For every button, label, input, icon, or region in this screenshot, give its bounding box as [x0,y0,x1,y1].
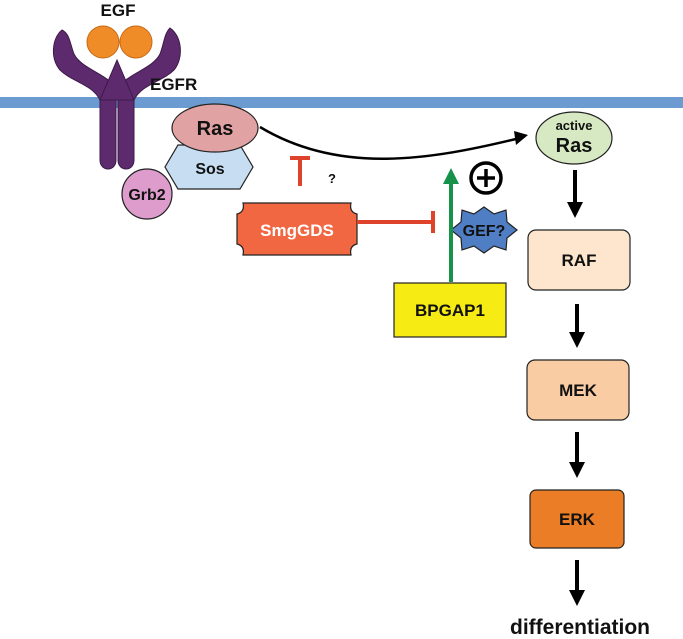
active-ras-label-line2: Ras [556,135,593,157]
mek-erk-arrowhead [569,462,585,478]
bpgap1-activation-arrowhead [443,168,459,184]
raf-mek-arrowhead [569,332,585,348]
active-ras-label-line1: active [556,118,593,133]
gef-label: GEF? [463,223,506,240]
egfr-label: EGFR [150,75,197,94]
ras-protein [171,103,259,153]
differentiation-label: differentiation [510,616,650,639]
egf-label: EGF [101,1,136,20]
mek-label: MEK [559,381,598,400]
ras-activation-arrow [259,125,521,160]
egf-ligand-right [119,25,153,59]
smggds-label: SmgGDS [260,221,334,240]
bpgap1-protein [393,282,507,338]
raf-label: RAF [562,251,597,270]
gef-protein [450,206,518,254]
egf-ligand-left [86,25,120,59]
egfr-receptor [53,27,181,170]
erk-differentiation-arrowhead [569,590,585,606]
question-mark-label: ? [328,171,336,186]
smggds-protein [236,202,358,256]
raf-box [527,229,631,291]
erk-label: ERK [559,510,596,529]
sos-label: Sos [195,161,224,178]
active-ras-raf-arrowhead [567,202,583,218]
grb2-protein [121,168,173,220]
ras-label: Ras [197,118,234,140]
bpgap1-label: BPGAP1 [415,301,485,320]
ras-activation-arrowhead [514,131,528,145]
grb2-label: Grb2 [128,187,165,204]
mek-box [526,359,630,421]
active-ras-protein [535,111,613,165]
cell-membrane [0,97,683,108]
erk-box [529,489,625,549]
